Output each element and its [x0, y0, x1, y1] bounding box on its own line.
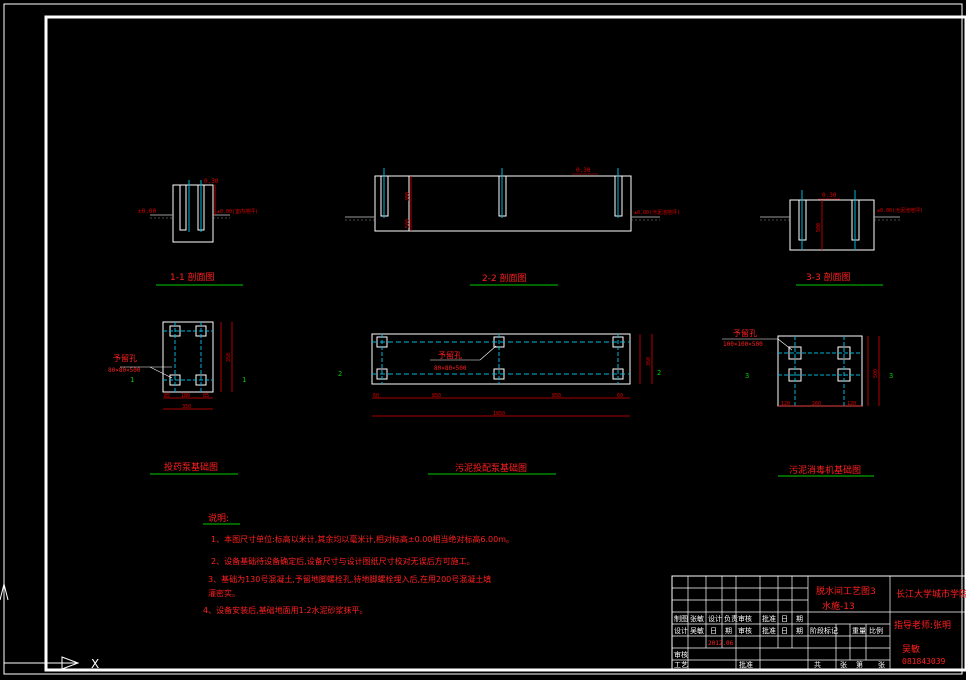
outer-border	[3, 3, 963, 675]
pump-base-plan: 予留孔 80×80×500 1 1 350 85 180 85 350 投药泵基…	[108, 321, 246, 475]
tb-row1-7: 期	[796, 615, 803, 623]
mixer-hole-size: 100×100×500	[723, 341, 763, 348]
tb-weight-label: 重量	[852, 627, 866, 635]
sludge-cut-right: 2	[657, 369, 661, 377]
s22-elev-right: ±0.00(污泥池地坪)	[634, 209, 680, 216]
s33-dim-a: 500	[816, 223, 822, 232]
tb-row2-6: 日	[781, 627, 788, 635]
pump-dim-h: 350	[226, 353, 232, 362]
tb-row1-3: 负责	[724, 614, 738, 623]
tb-row2-3: 期	[725, 627, 732, 635]
sludge-dim-c: 850	[552, 393, 561, 399]
s22-dim-a: 300	[405, 192, 411, 201]
pump-dim-b3: 85	[203, 393, 209, 399]
note-4: 4、设备安装后,基础地面用1:2水泥砂浆抹平。	[203, 605, 368, 615]
mixer-hole-label: 予留孔	[733, 328, 757, 338]
tb-craft: 工艺	[674, 661, 688, 669]
ucs-axis-icon: X	[0, 580, 99, 671]
mixer-cut-right: 3	[889, 372, 893, 380]
title-block: 脱水间工艺图3 水施-13 长江大学城市学院 指导老师:张明 吴敏 081843…	[671, 575, 966, 671]
tb-author: 吴敏	[902, 643, 920, 655]
mixer-dim-a: 120	[781, 401, 790, 407]
s22-dim-b: 500	[405, 219, 411, 228]
pump-cut-left: 1	[130, 376, 134, 384]
s22-elev-top: 0.30	[576, 167, 591, 174]
mixer-cut-left: 3	[745, 372, 749, 380]
tb-row1-2: 设计	[708, 614, 722, 623]
mixer-dim-h: 500	[873, 369, 879, 378]
s11-elev-top: 0.30	[204, 178, 219, 185]
mixer-dim-b: 260	[812, 401, 821, 407]
pump-cut-right: 1	[242, 376, 246, 384]
tb-row1-4: 审核	[738, 614, 752, 623]
pump-dim-b2: 180	[181, 393, 190, 399]
pump-dim-b1: 85	[164, 393, 170, 399]
pump-hole-size: 80×80×500	[108, 367, 141, 374]
section-1-1: 0.30 ±0.00 ±0.00(室内地坪) 1-1 剖面图	[138, 178, 258, 286]
tb-row2-1: 吴敏	[690, 626, 704, 635]
tb-row1-6: 日	[781, 615, 788, 623]
s22-title: 2-2 剖面图	[482, 272, 527, 284]
tb-row2-5: 批准	[762, 626, 776, 635]
sludge-pump-title: 污泥投配泵基础图	[455, 462, 527, 474]
sludge-dim-a: 60	[373, 393, 379, 399]
s11-elev-right: ±0.00(室内地坪)	[217, 208, 258, 215]
tb-row1-0: 制图	[674, 614, 688, 623]
tb-row2-7: 期	[796, 627, 803, 635]
tb-row2-0: 设计	[674, 626, 688, 635]
note-2: 2、设备基础待设备确定后,设备尺寸与设计图纸尺寸校对无误后方可施工。	[211, 556, 475, 566]
section-2-2: 300 500 0.30 ±0.00(污泥池地坪) 2-2 剖面图	[345, 167, 680, 286]
s33-elev-top: 0.30	[822, 192, 837, 199]
mixer-dim-c: 120	[847, 401, 856, 407]
s11-title: 1-1 剖面图	[170, 271, 215, 283]
sludge-cut-left: 2	[338, 370, 342, 378]
mixer-base-plan: 予留孔 100×100×500 3 3 500 120 260 120 污泥消毒…	[722, 328, 893, 477]
tb-row2-4: 审核	[738, 626, 752, 635]
tb-stage-label: 阶段标记	[810, 626, 838, 635]
tb-drawing-name: 脱水间工艺图3	[816, 585, 876, 597]
tb-school: 长江大学城市学院	[896, 588, 966, 600]
sludge-hole-size: 80×80×500	[434, 365, 467, 372]
note-3a: 3、基础为130号混凝土,予留地脚螺栓孔,待地脚螺栓埋入后,在用200号混凝土填	[208, 574, 491, 584]
tb-row1-5: 批准	[762, 614, 776, 623]
ucs-x-label: X	[91, 657, 99, 671]
sludge-dim-total: 1850	[493, 411, 505, 417]
notes-heading: 说明:	[208, 512, 229, 524]
pump-title: 投药泵基础图	[164, 461, 218, 473]
tb-row1-1: 张敏	[690, 614, 704, 623]
sludge-dim-d: 60	[617, 393, 623, 399]
s33-title: 3-3 剖面图	[806, 271, 851, 283]
tb-scale-label: 比例	[869, 626, 883, 635]
tb-row2-2: 日	[710, 627, 717, 635]
pump-dim-w: 350	[182, 404, 191, 410]
tb-sheet: 张	[840, 660, 847, 669]
sludge-pump-base-plan: 予留孔 80×80×500 2 2 350 60 850 850 60 1850…	[338, 333, 661, 475]
sludge-hole-label: 予留孔	[438, 350, 462, 360]
mixer-title: 污泥消毒机基础图	[789, 464, 861, 476]
design-notes: 说明: 1、本图尺寸单位:标高以米计,其余均以毫米计,相对标高±0.00相当绝对…	[203, 512, 514, 615]
s33-elev-right: ±0.00(污泥池地坪)	[877, 207, 923, 214]
sludge-dim-b: 850	[432, 393, 441, 399]
tb-page: 第	[856, 660, 863, 669]
note-3b: 灌密实。	[208, 588, 240, 598]
pump-hole-label: 予留孔	[113, 353, 137, 363]
note-1: 1、本图尺寸单位:标高以米计,其余均以毫米计,相对标高±0.00相当绝对标高6.…	[211, 534, 514, 544]
tb-total: 共	[814, 660, 821, 669]
tb-date: 2012.06	[708, 640, 734, 647]
s11-elev-left: ±0.00	[138, 208, 156, 215]
tb-student-no: 081843039	[902, 657, 946, 666]
tb-drawing-no: 水施-13	[822, 600, 855, 612]
tb-advisor: 指导老师:张明	[894, 619, 951, 631]
drawing-frame	[44, 15, 966, 672]
tb-review: 审核	[674, 650, 688, 659]
tb-approve: 批准	[739, 660, 753, 669]
tb-page-unit: 张	[878, 660, 885, 669]
section-3-3: 500 0.30 ±0.00(污泥池地坪) 3-3 剖面图	[760, 190, 923, 286]
sludge-dim-h: 350	[646, 357, 652, 366]
